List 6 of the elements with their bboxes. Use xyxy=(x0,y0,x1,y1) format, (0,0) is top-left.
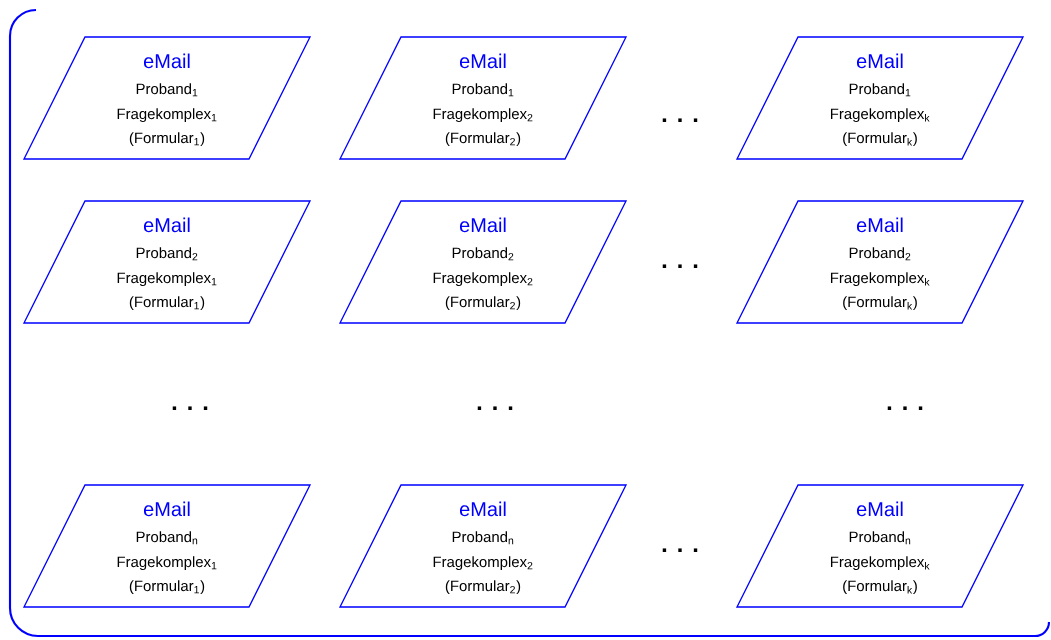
ellipsis: . . . xyxy=(662,548,698,552)
ellipsis: . . . xyxy=(477,406,513,410)
ellipsis: . . . xyxy=(662,118,698,122)
ellipsis: . . . xyxy=(172,406,208,410)
ellipsis: . . . xyxy=(887,406,923,410)
ellipsis: . . . xyxy=(662,264,698,268)
